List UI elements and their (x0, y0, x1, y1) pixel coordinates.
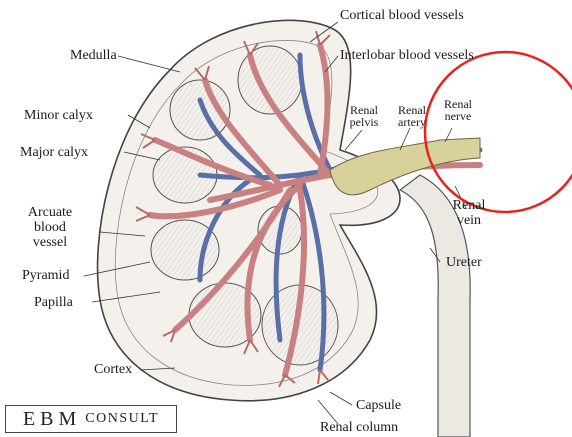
label-arcuate-line3: vessel (20, 235, 80, 250)
label-capsule: Capsule (356, 398, 401, 413)
label-renal-pelvis: Renal pelvis (346, 104, 382, 128)
logo-main-text: EBM (23, 408, 81, 431)
label-arcuate-blood-vessel: Arcuate blood vessel (20, 205, 80, 250)
label-renal-vein: Renal vein (446, 198, 492, 228)
label-renal-column: Renal column (320, 420, 398, 435)
label-major-calyx: Major calyx (20, 145, 88, 160)
label-arcuate-line1: Arcuate (20, 205, 80, 220)
label-renal-nerve-line2: nerve (438, 110, 478, 122)
logo-sub-text: CONSULT (85, 411, 159, 427)
label-medulla: Medulla (70, 48, 117, 63)
label-renal-artery-line2: artery (392, 116, 432, 128)
label-cortical-blood-vessels: Cortical blood vessels (340, 8, 464, 23)
highlight-circle (425, 52, 572, 212)
label-arcuate-line2: blood (20, 220, 80, 235)
label-interlobar-blood-vessels: Interlobar blood vessels (340, 48, 474, 63)
ebm-consult-logo: EBM CONSULT (5, 405, 177, 433)
label-ureter: Ureter (446, 255, 482, 270)
label-minor-calyx: Minor calyx (24, 108, 93, 123)
label-pyramid: Pyramid (22, 268, 69, 283)
label-renal-nerve: Renal nerve (438, 98, 478, 122)
label-renal-artery: Renal artery (392, 104, 432, 128)
label-renal-vein-line1: Renal (446, 198, 492, 213)
label-renal-pelvis-line2: pelvis (346, 116, 382, 128)
label-renal-vein-line2: vein (446, 213, 492, 228)
label-cortex: Cortex (94, 362, 132, 377)
label-papilla: Papilla (34, 295, 73, 310)
